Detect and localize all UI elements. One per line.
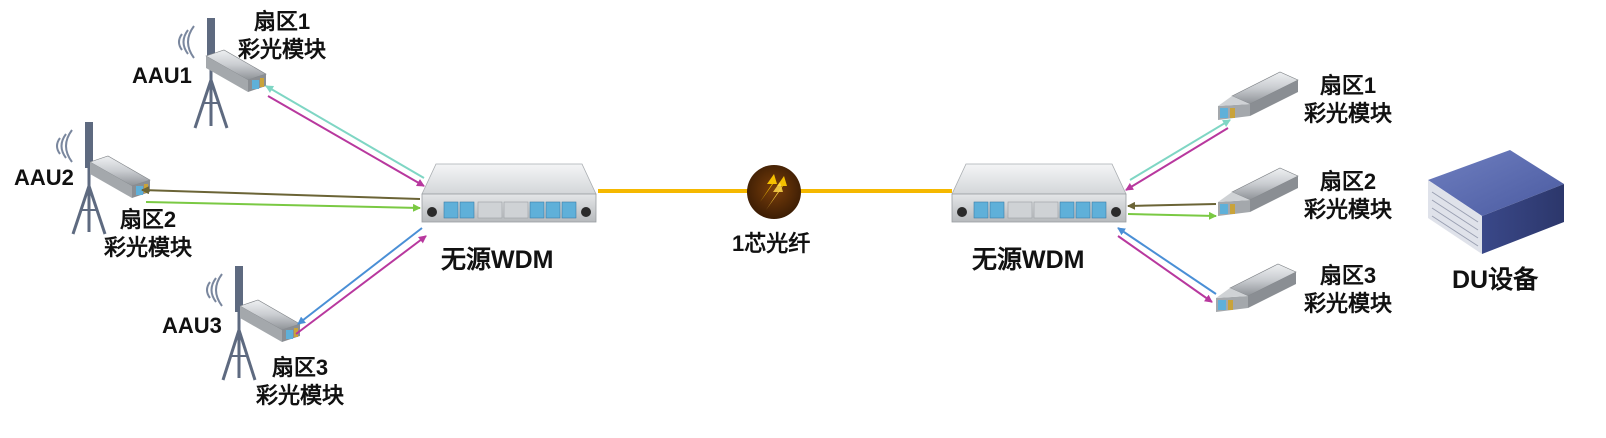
fiber-label: 1芯光纤	[732, 231, 811, 256]
sfp-module-icon	[239, 299, 301, 342]
sfp-module-icon	[205, 49, 267, 92]
wdm-box-icon	[421, 163, 597, 223]
sfp-module-icon	[1218, 167, 1299, 216]
right-signal-arrows	[1117, 119, 1231, 303]
right-module1-label: 扇区1 彩光模块	[1304, 72, 1392, 128]
sfp-module-icon	[1218, 71, 1299, 120]
aau3-module-line2: 彩光模块	[256, 383, 345, 408]
sfp-module-icon	[1216, 263, 1297, 312]
aau2-module-line1: 扇区2	[119, 207, 177, 232]
right-wdm-label: 无源WDM	[972, 246, 1085, 274]
aau3-module-label: 扇区3 彩光模块	[256, 354, 344, 410]
aau2-module-label: 扇区2 彩光模块	[104, 206, 192, 262]
antenna-tower-icon	[56, 122, 107, 235]
aau3-label: AAU3	[162, 313, 222, 338]
du-label: DU设备	[1452, 266, 1539, 294]
antenna-tower-icon	[178, 18, 229, 129]
right-module1-line1: 扇区1	[1319, 73, 1377, 98]
antenna-tower-icon	[206, 266, 257, 381]
right-module3-line1: 扇区3	[1319, 263, 1377, 288]
right-module2-line2: 彩光模块	[1304, 197, 1393, 222]
right-module2-label: 扇区2 彩光模块	[1304, 168, 1392, 224]
aau1-module-label: 扇区1 彩光模块	[238, 8, 326, 64]
aau1-module-line2: 彩光模块	[238, 37, 327, 62]
du-server-icon	[1428, 150, 1564, 254]
right-module3-label: 扇区3 彩光模块	[1304, 262, 1392, 318]
fiber-warning-icon	[747, 165, 801, 219]
aau3-module-line1: 扇区3	[271, 355, 329, 380]
aau1-label: AAU1	[132, 63, 192, 88]
wdm-box-icon	[951, 163, 1127, 223]
left-wdm-label: 无源WDM	[441, 246, 554, 274]
aau1-module-line1: 扇区1	[253, 9, 311, 34]
aau2-module-line2: 彩光模块	[104, 235, 193, 260]
right-module3-line2: 彩光模块	[1304, 291, 1393, 316]
right-module2-line1: 扇区2	[1319, 169, 1377, 194]
right-module1-line2: 彩光模块	[1304, 101, 1393, 126]
left-signal-arrows	[141, 85, 427, 335]
sfp-module-icon	[89, 155, 151, 198]
aau2-label: AAU2	[14, 165, 74, 190]
